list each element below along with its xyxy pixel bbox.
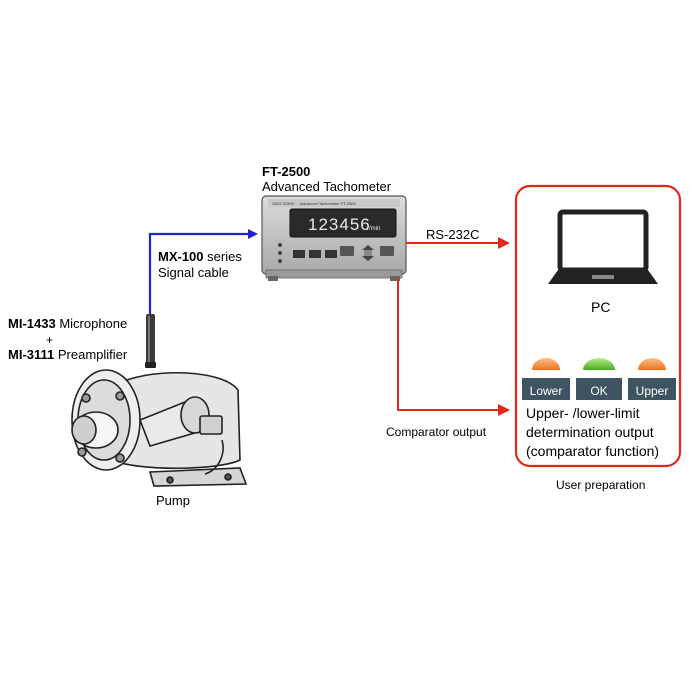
pump-label: Pump bbox=[156, 493, 190, 508]
comparator-output-label: Comparator output bbox=[386, 425, 487, 439]
tachometer-model: FT-2500 bbox=[262, 164, 310, 179]
lamp-ok bbox=[576, 358, 622, 400]
plus-sign: + bbox=[46, 333, 53, 347]
device-display-value: 123456 bbox=[308, 215, 371, 234]
tachometer-device: ONO SOKKI Advanced Tachometer FT-2500 12… bbox=[261, 195, 407, 281]
cable-name: Signal cable bbox=[158, 265, 229, 280]
lamp-upper-label: Upper bbox=[636, 384, 669, 398]
rs232c-label: RS-232C bbox=[426, 227, 479, 242]
lamp-lower-label: Lower bbox=[530, 384, 563, 398]
microphone-probe bbox=[145, 314, 156, 368]
svg-text:ONO SOKKI: ONO SOKKI bbox=[272, 201, 294, 206]
comparator-output-arrow bbox=[397, 278, 510, 416]
lamp-lower bbox=[522, 358, 570, 400]
signal-cable-line bbox=[148, 229, 258, 314]
lamp-upper bbox=[628, 358, 676, 400]
user-preparation-caption: User preparation bbox=[556, 478, 645, 492]
description-line-2: determination output bbox=[526, 424, 654, 440]
tachometer-name: Advanced Tachometer bbox=[262, 179, 392, 194]
pump-illustration bbox=[71, 369, 248, 487]
microphone-label: MI-1433 Microphone bbox=[8, 316, 127, 331]
preamp-label: MI-3111 Preamplifier bbox=[8, 347, 128, 362]
svg-text:Advanced Tachometer FT-2500: Advanced Tachometer FT-2500 bbox=[300, 201, 357, 206]
pc-label: PC bbox=[591, 299, 610, 315]
cable-label: MX-100 series bbox=[158, 249, 242, 264]
description-line-3: (comparator function) bbox=[526, 443, 659, 459]
pc-laptop-icon bbox=[548, 209, 658, 284]
description-line-1: Upper- /lower-limit bbox=[526, 405, 640, 421]
device-display-unit: r/min bbox=[367, 226, 380, 232]
lamp-ok-label: OK bbox=[590, 384, 607, 398]
